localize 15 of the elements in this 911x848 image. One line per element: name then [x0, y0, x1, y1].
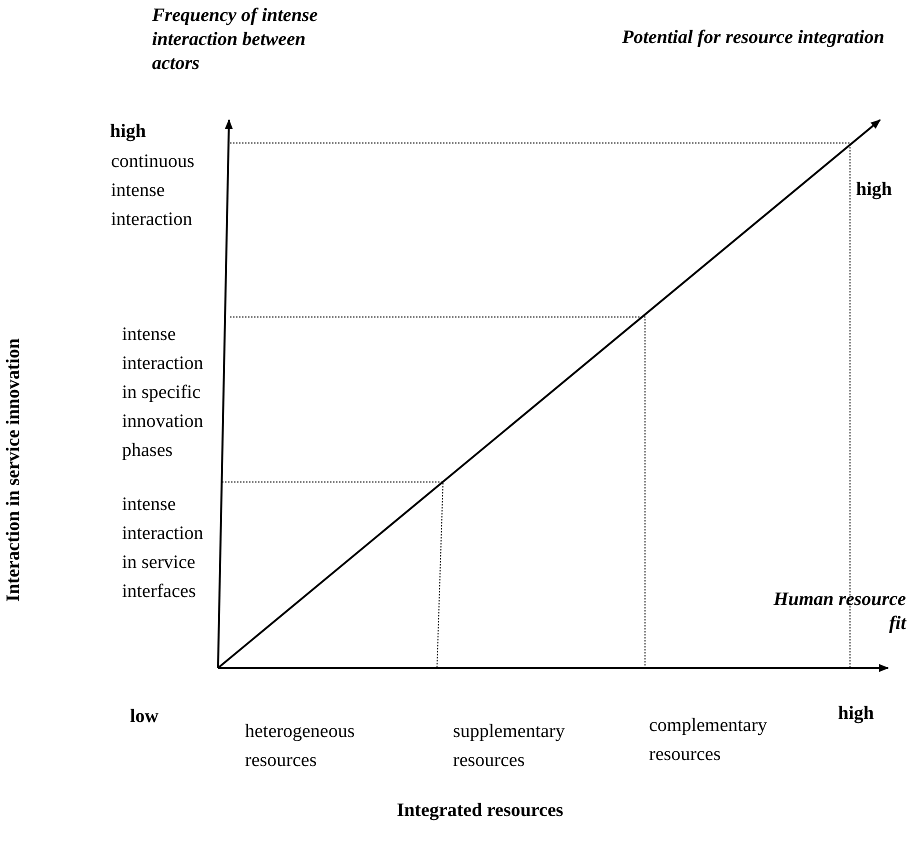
category-label: intense interaction in specific innovation phases [122, 323, 204, 463]
category-label: complementary resources [649, 714, 768, 767]
category-label: supplementary resources [453, 720, 566, 773]
tick-label: high [110, 120, 147, 144]
axis-label: Frequency of intense interaction between actors [152, 4, 319, 76]
category-label: intense interaction in service interfaces [122, 493, 204, 604]
axis-title: Interaction in service innovation [2, 337, 25, 604]
tick-label: low [130, 705, 160, 729]
tick-label: high [856, 178, 893, 202]
axis-label: Human resource fit [772, 588, 906, 636]
axis-label: Potential for resource integration [622, 26, 886, 50]
axis-title: Integrated resources [396, 799, 564, 823]
category-label: heterogeneous resources [245, 720, 356, 773]
tick-label: high [838, 702, 875, 726]
category-label: continuous intense interaction [111, 150, 196, 232]
